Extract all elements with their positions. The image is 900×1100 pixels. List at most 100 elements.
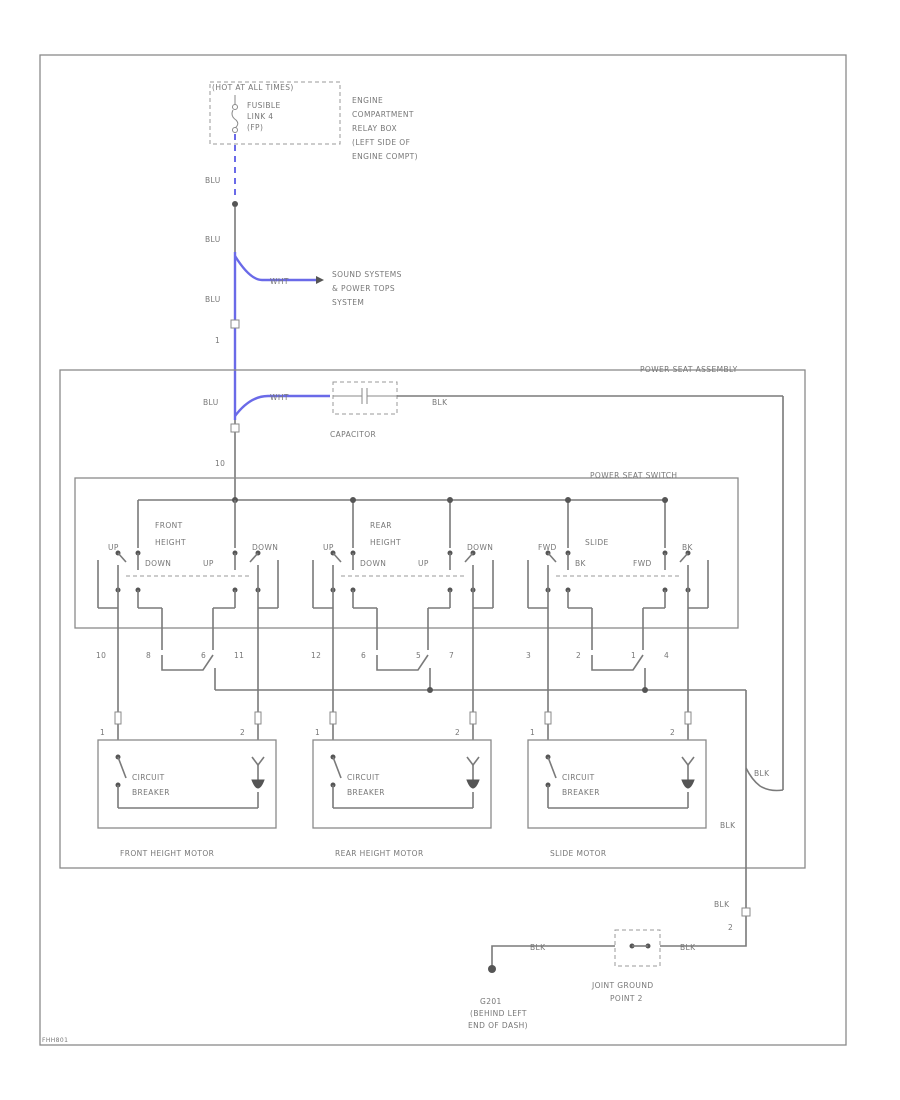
blk-label-1: BLK [432,398,448,407]
g201-label-line2: (BEHIND LEFT [470,1009,527,1018]
pin-label: 1 [631,651,636,660]
switch-title-1: REAR [370,521,392,530]
blu-label-4: BLU [203,398,219,407]
pin-label: 4 [664,651,669,660]
switch-left-label: UP [108,543,119,552]
switch-blade [464,552,474,563]
motor-pin-label: 2 [240,728,245,737]
wht-label-1: WHT [270,277,289,286]
bus-dot [662,497,668,503]
motor-box [312,739,492,829]
relay-box-label-line5: ENGINE COMPT) [352,152,418,161]
joint-ground-label-line1: JOINT GROUND [591,981,654,990]
sound-label-line3: SYSTEM [332,298,364,307]
motor-connector [469,711,477,725]
switch-right-label: DOWN [467,543,493,552]
switch-mid-right-label: UP [418,559,429,568]
motor-icon [251,779,265,789]
breaker-label-2: BREAKER [132,788,170,797]
hot-at-all-times-label: (HOT AT ALL TIMES) [212,83,294,92]
breaker-label-2: BREAKER [347,788,385,797]
relay-box-dashed [209,81,341,145]
switch-ground-link [591,654,644,671]
blk-ground-path [491,945,747,966]
switch-mid-left-label: DOWN [145,559,171,568]
bus-dot-left [350,497,356,503]
bus-dot [447,497,453,503]
fuse-label-line2: LINK 4 [247,112,273,121]
breaker-label-1: CIRCUIT [347,773,380,782]
splice-dot-top [232,201,238,207]
switch-blade [679,552,689,563]
motor-caption: FRONT HEIGHT MOTOR [120,849,214,858]
switch-mid-right-label: FWD [633,559,652,568]
pin-label: 5 [416,651,421,660]
motor-connector [684,711,692,725]
switch-title-1: FRONT [155,521,183,530]
sound-label-line2: & POWER TOPS [332,284,395,293]
motor-pin-label: 2 [455,728,460,737]
motor-icon [466,779,480,789]
relay-box-label-line4: (LEFT SIDE OF [352,138,410,147]
pin-label: 2 [576,651,581,660]
switch-left-label: FWD [538,543,557,552]
motor-pin-label: 1 [315,728,320,737]
switch-mid-left-label: DOWN [360,559,386,568]
breaker-blade [547,756,557,779]
wht-wire-sound-branch [233,255,316,282]
switch-right-label: DOWN [252,543,278,552]
fusible-link-symbol [231,95,239,133]
motor-terminal-icon [681,756,695,767]
breaker-label-1: CIRCUIT [132,773,165,782]
power-seat-assembly-label: POWER SEAT ASSEMBLY [640,365,738,374]
pin-label: 11 [234,651,244,660]
connector-2-label: 2 [728,923,733,932]
arrow-to-sound [316,276,324,284]
motor-box [97,739,277,829]
pin-label: 6 [201,651,206,660]
breaker-blade [332,756,342,779]
breaker-blade [117,756,127,779]
motor-caption: REAR HEIGHT MOTOR [335,849,424,858]
motor-icon [681,779,695,789]
motor-connector [254,711,262,725]
pin-label: 8 [146,651,151,660]
switch-left-label: UP [323,543,334,552]
diagram-frame [39,54,847,1046]
capacitor-label: CAPACITOR [330,430,376,439]
switch-blade [332,552,342,563]
motor-pin-label: 1 [100,728,105,737]
connector-box-1 [230,319,240,329]
sound-label-line1: SOUND SYSTEMS [332,270,402,279]
blk-wire-crossover [745,767,784,792]
switch-title-1: SLIDE [585,538,609,547]
ground-dot [427,687,433,693]
capacitor-symbol [333,388,397,404]
switch-ground-link [161,654,214,671]
capacitor-box [332,381,398,415]
power-seat-switch-box [74,477,739,629]
motor-pin-label: 1 [530,728,535,737]
motor-box [527,739,707,829]
switch-mid-left-label: BK [575,559,587,568]
g201-label-line3: END OF DASH) [468,1021,528,1030]
relay-box-label-line2: COMPARTMENT [352,110,414,119]
pin-label: 6 [361,651,366,660]
switch-blade [249,552,259,563]
power-seat-assembly-box [59,369,806,869]
switch-mid-right-label: UP [203,559,214,568]
breaker-label-2: BREAKER [562,788,600,797]
blu-label-2: BLU [205,235,221,244]
connector-1-label: 1 [215,336,220,345]
blu-label-1: BLU [205,176,221,185]
pin-label: 3 [526,651,531,660]
connector-box-10 [230,423,240,433]
relay-box-label-line3: RELAY BOX [352,124,397,133]
ground-dot [642,687,648,693]
motor-connector [329,711,337,725]
g201-label-line1: G201 [480,997,502,1006]
blk-label-3: BLK [720,821,736,830]
